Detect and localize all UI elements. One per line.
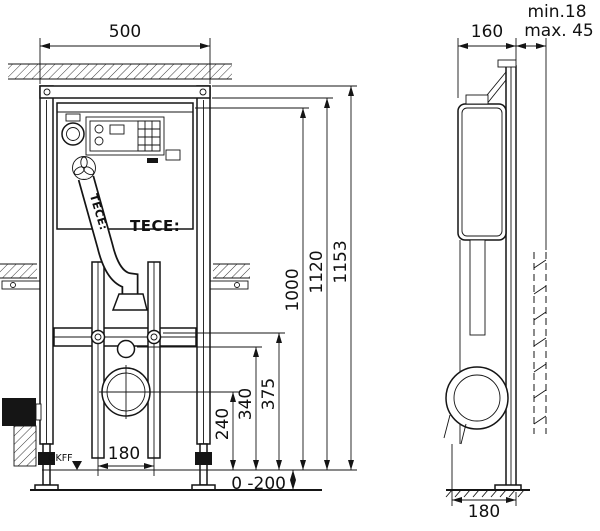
dim-375-label: 375 (259, 378, 279, 410)
level-triangle-icon (72, 461, 82, 470)
dim-front-width: 500 (39, 22, 211, 84)
anchor-bar-left (1, 280, 43, 290)
ceiling-hatch (8, 64, 232, 79)
cistern (56, 102, 194, 230)
wall-anchor-left (0, 263, 43, 290)
flush-rosette (61, 122, 85, 146)
dim-240-label: 240 (213, 408, 233, 440)
anchor-bar-right (207, 280, 249, 290)
dim-wall-max-label: max. 45 (524, 21, 593, 41)
dim-wall-min-label: min.18 (527, 2, 586, 22)
foot-left (34, 443, 59, 491)
wall-hatch-right (213, 264, 250, 278)
fixing-bolts (90, 329, 162, 345)
corner-bolt-right (199, 88, 207, 96)
inlet-pipe-section (13, 425, 37, 467)
dim-340-label: 340 (236, 388, 256, 420)
mounting-rail-left (91, 261, 105, 459)
dim-flush-height-label: 1000 (283, 268, 303, 311)
dim-bolt-spacing-label: 180 (108, 444, 140, 464)
frame-top-bar (39, 85, 211, 99)
top-bracket (497, 59, 517, 68)
fill-valve (137, 120, 161, 152)
dim-depth-label: 160 (471, 22, 503, 42)
dim-frame-height-label: 1120 (307, 250, 327, 293)
okff-label: OKFF (48, 453, 73, 464)
finished-wall-lines (533, 252, 547, 434)
cistern-side (457, 103, 507, 241)
wall-anchor-right (207, 263, 250, 290)
dim-side-bottom-depth: 180 (451, 444, 517, 522)
flush-bend-socket (111, 293, 148, 311)
front-dimensions: 500 1153 1120 1000 375 340 (39, 22, 357, 494)
dim-375: 375 (163, 332, 285, 470)
dim-bolt-spacing: 180 (97, 444, 155, 476)
side-view (443, 59, 547, 498)
fill-valve-grid (138, 121, 160, 151)
dim-total-height-label: 1153 (331, 240, 351, 283)
wall-hatch-left (0, 264, 37, 278)
flush-pipe: TECE: (77, 175, 148, 311)
dim-frame-height: 1120 (212, 97, 333, 470)
dim-depth: 160 (457, 22, 517, 98)
brand-logo: TECE: (130, 217, 180, 235)
front-view: TECE: TECE: (0, 63, 357, 491)
side-dimensions: 160 min.18 max. 45 180 (451, 2, 594, 522)
inspection-opening (85, 116, 165, 156)
floor-level-marker: OKFF (48, 453, 82, 470)
water-supply-connection (116, 339, 136, 359)
dim-wall-offset: min.18 max. 45 (516, 2, 594, 250)
corner-bolt-left (43, 88, 51, 96)
drain-elbow-side (445, 366, 509, 430)
drain-outlet (99, 365, 153, 419)
mounting-rail-right (147, 261, 161, 459)
dim-total-height: 1153 (212, 85, 357, 470)
ceiling-section (8, 63, 232, 80)
foot-right (191, 443, 216, 491)
inlet-fitting (2, 398, 42, 467)
elbow-outlet (443, 414, 467, 445)
ceiling-lines (8, 63, 232, 80)
dim-floor-adjustment-label: 0 -200 (231, 474, 286, 494)
wall-finish-hatch (533, 259, 547, 425)
dim-side-bottom-depth-label: 180 (468, 502, 500, 522)
dim-340: 340 (137, 346, 262, 470)
tece-flower-icon (72, 156, 96, 180)
dim-front-width-label: 500 (109, 22, 141, 42)
dim-floor-adjustment: 0 -200 (231, 470, 296, 494)
dim-240: 240 (152, 391, 239, 470)
cistern-cap (465, 94, 489, 105)
dim-flush-height: 1000 (195, 107, 309, 470)
flush-pipe-side (469, 239, 486, 336)
ground-hatch (445, 489, 525, 498)
drain-centerlines (99, 365, 153, 419)
